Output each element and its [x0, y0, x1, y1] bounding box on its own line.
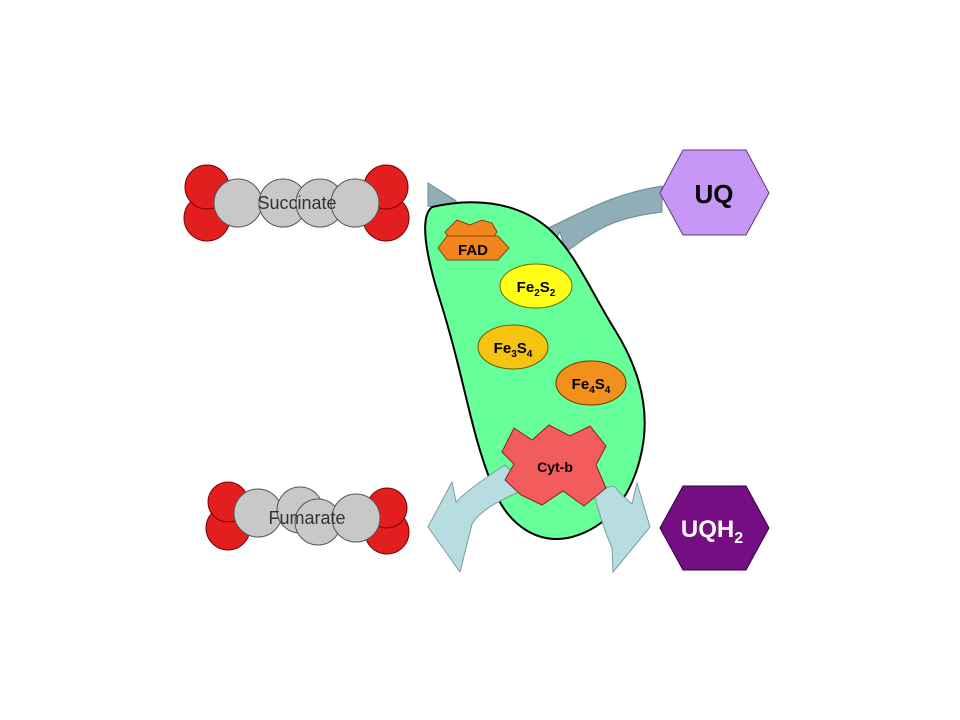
uqh2-subscript: 2 [734, 530, 743, 547]
fe2s2-element-s: S [540, 279, 550, 296]
fumarate-molecule: Fumarate [205, 481, 410, 555]
fumarate-label: Fumarate [268, 508, 345, 528]
fe4s4-sub-s: 4 [605, 385, 611, 396]
succinate-label: Succinate [257, 193, 336, 213]
cytb-label: Cyt-b [537, 459, 573, 475]
fe2s2-cluster: Fe2S2 [499, 263, 573, 309]
fe2s2-sub-s: 2 [550, 288, 556, 299]
svg-text:Fe2S2: Fe2S2 [517, 279, 556, 299]
uqh2-output-arrow [592, 481, 651, 574]
svg-text:UQH2: UQH2 [681, 516, 743, 547]
fe3s4-sub-fe: 3 [511, 349, 517, 360]
svg-text:Fe3S4: Fe3S4 [494, 340, 533, 360]
fad-cofactor: FAD [437, 219, 510, 261]
fe2s2-element-fe: Fe [517, 279, 535, 296]
fe3s4-element-fe: Fe [494, 340, 512, 357]
fe4s4-cluster: Fe4S4 [555, 360, 627, 406]
fumarate-output-arrow [427, 464, 529, 574]
fe4s4-element-fe: Fe [572, 376, 590, 393]
ubiquinone-uq: UQ [659, 149, 770, 236]
cytochrome-b: Cyt-b [501, 424, 607, 507]
uq-label: UQ [695, 179, 734, 209]
fe4s4-sub-fe: 4 [589, 385, 595, 396]
fad-label: FAD [458, 242, 488, 259]
svg-text:Fe4S4: Fe4S4 [572, 376, 611, 396]
succinate-molecule: Succinate [183, 164, 410, 242]
fe3s4-element-s: S [517, 340, 527, 357]
uqh2-label: UQH [681, 516, 734, 543]
fe4s4-element-s: S [595, 376, 605, 393]
ubiquinol-uqh2: UQH2 [659, 485, 770, 571]
fe2s2-sub-fe: 2 [534, 288, 540, 299]
fe3s4-cluster: Fe3S4 [477, 324, 549, 370]
fe3s4-sub-s: 4 [527, 349, 533, 360]
